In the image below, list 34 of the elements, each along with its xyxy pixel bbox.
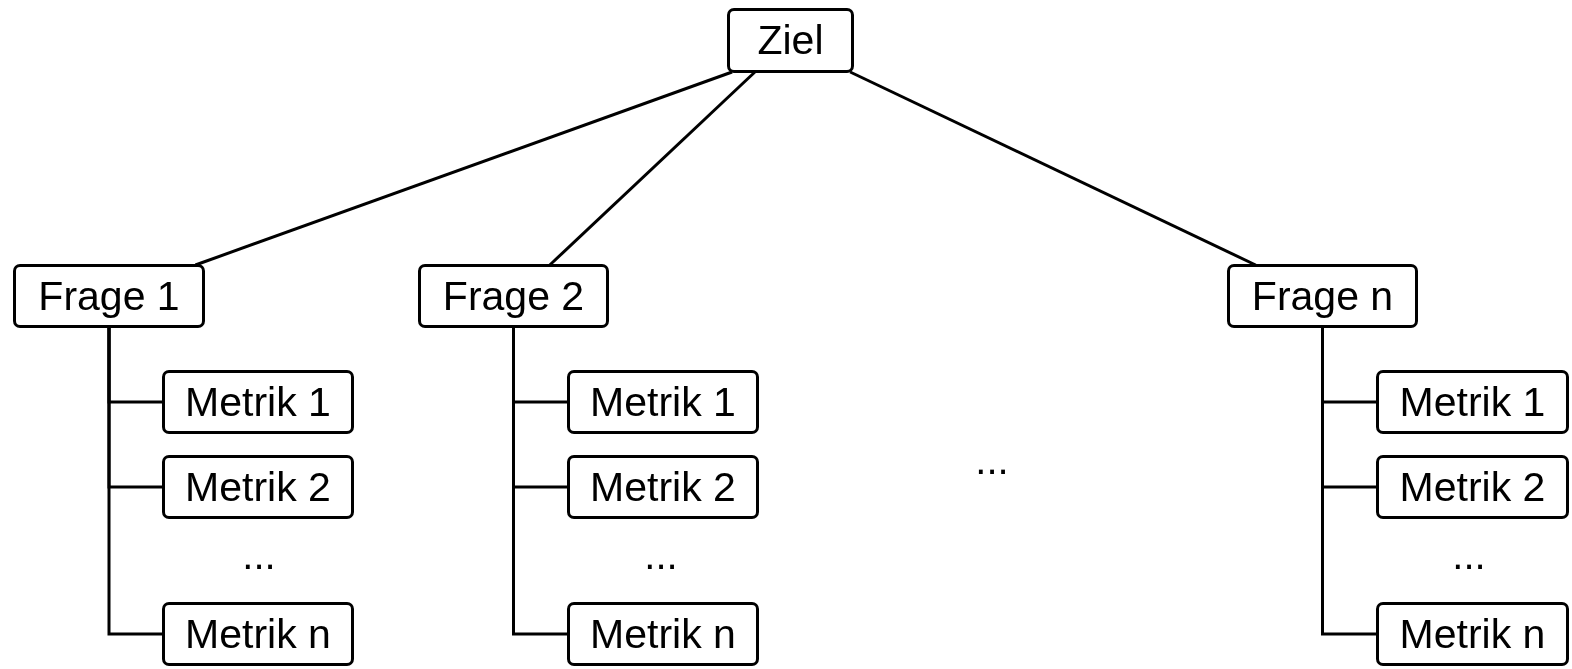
node-label: Metrik n [1399, 613, 1546, 655]
node-label: Frage 1 [38, 275, 180, 317]
ellipsis-text: ... [975, 440, 1009, 480]
node-label: Frage 2 [442, 275, 585, 317]
node-box [13, 264, 205, 328]
ellipsis-text: ... [1452, 535, 1486, 575]
ellipsis-text: ... [644, 535, 678, 575]
node-label: Metrik 2 [590, 466, 736, 508]
node-box [1376, 602, 1569, 666]
node-box [727, 8, 854, 73]
node-label: Ziel [757, 20, 824, 61]
connector-line [107, 328, 162, 636]
node-label: Metrik 2 [185, 466, 331, 508]
node-label: Metrik 1 [1399, 381, 1546, 423]
connector-line [1321, 328, 1376, 636]
ellipsis-text: ... [242, 535, 276, 575]
node-label: Metrik 1 [185, 381, 331, 423]
node-box [162, 455, 354, 519]
node-box [567, 455, 759, 519]
node-box [418, 264, 609, 328]
node-label: Frage n [1251, 275, 1394, 317]
connector-line [512, 328, 567, 636]
node-box [567, 370, 759, 434]
node-box [162, 602, 354, 666]
node-box [1227, 264, 1418, 328]
node-box [567, 602, 759, 666]
node-label: Metrik 2 [1399, 466, 1546, 508]
node-box [162, 370, 354, 434]
connector-line [194, 70, 733, 267]
node-box [1376, 370, 1569, 434]
node-label: Metrik 1 [590, 381, 736, 423]
node-label: Metrik n [590, 613, 736, 655]
node-label: Metrik n [185, 613, 331, 655]
node-box [1376, 455, 1569, 519]
